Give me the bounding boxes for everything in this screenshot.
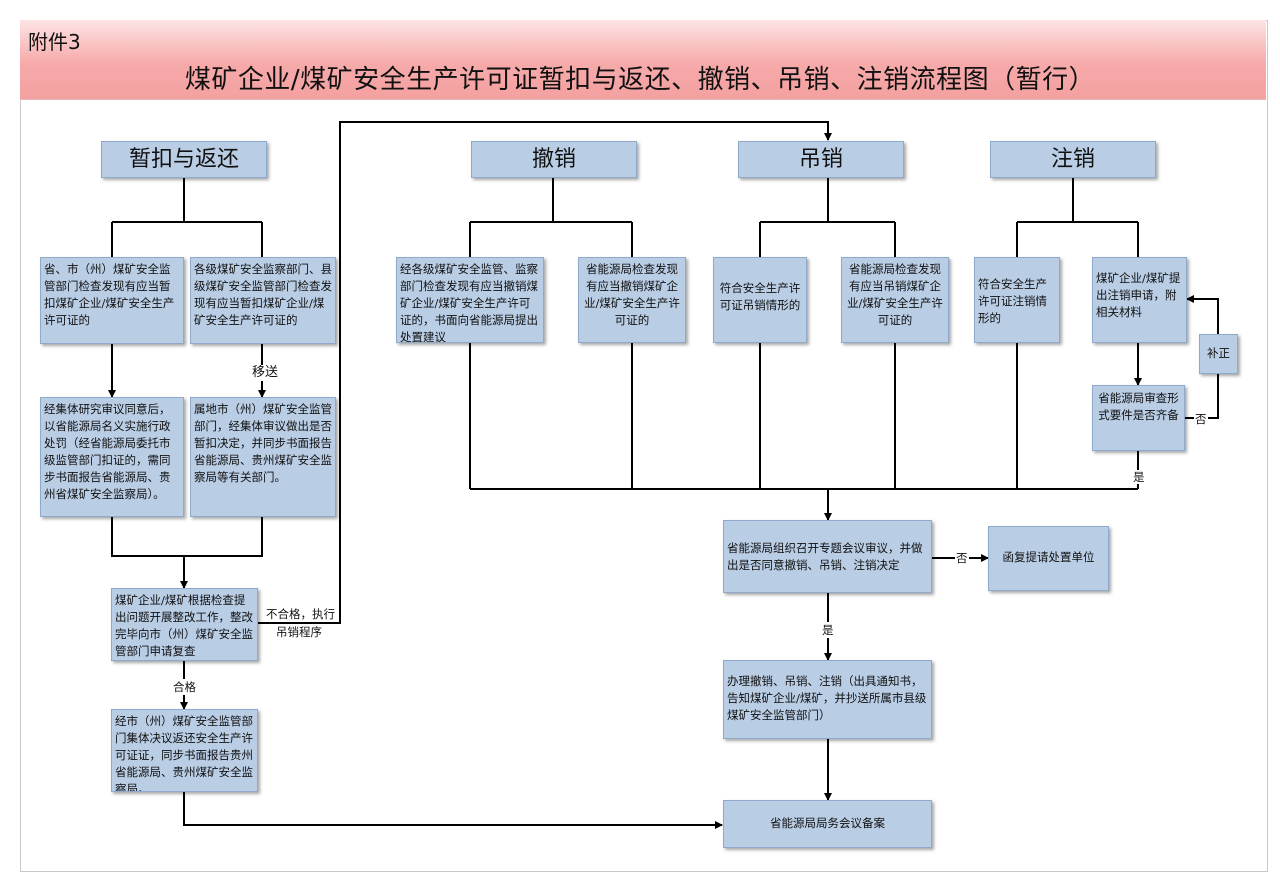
label-pass: 合格 <box>171 679 198 695</box>
label-formal-yes: 是 <box>1132 470 1146 484</box>
box-formal-review: 省能源局审查形式要件是否齐备 <box>1092 385 1185 451</box>
page-title: 煤矿企业/煤矿安全生产许可证暂扣与返还、撤销、吊销、注销流程图（暂行） <box>184 65 1096 95</box>
label-meeting-yes: 是 <box>821 622 835 638</box>
label-fail-line2: 吊销程序 <box>276 625 322 639</box>
label-meeting-no: 否 <box>955 551 969 565</box>
box-supplement: 补正 <box>1199 334 1238 374</box>
label-fail-line1: 不合格，执行 <box>266 607 335 621</box>
box-revoke-inspection: 省能源局检查发现有应当撤销煤矿企业/煤矿安全生产许可证的 <box>578 257 686 343</box>
arrow <box>258 121 832 624</box>
box-supervision-inspection: 各级煤矿安全监察部门、县级煤矿安全监管部门检查发现有应当暂扣煤矿企业/煤矿安全生… <box>190 257 336 344</box>
box-record-filing: 省能源局局务会议备案 <box>723 800 932 848</box>
label-transfer: 移送 <box>250 365 281 381</box>
box-reply-unit: 函复提请处置单位 <box>988 526 1109 591</box>
box-special-meeting: 省能源局组织召开专题会议审议，并做出是否同意撤销、吊销、注销决定 <box>723 520 932 593</box>
box-cancel-condition: 符合安全生产许可证吊销情形的 <box>713 257 807 343</box>
arrow <box>1186 295 1219 334</box>
box-collective-review: 经集体研究审议同意后，以省能源局名义实施行政处罚（经省能源局委托市级监管部门扣证… <box>40 397 184 517</box>
box-return-license: 经市（州）煤矿安全监管部门集体决议返还安全生产许可证证，同步书面报告贵州省能源局… <box>111 709 258 792</box>
label-formal-no: 否 <box>1194 412 1208 426</box>
box-deregister-condition: 符合安全生产许可证注销情形的 <box>974 257 1060 343</box>
box-local-decision: 属地市（州）煤矿安全监管部门，经集体审议做出是否暂扣决定，并同步书面报告省能源局… <box>190 397 336 517</box>
box-revoke-suggestion: 经各级煤矿安全监管、监察部门检查发现有应当撤销煤矿企业/煤矿安全生产许可证的，书… <box>396 257 544 343</box>
box-deregister-application: 煤矿企业/煤矿提出注销申请，附相关材料 <box>1092 257 1187 343</box>
box-rectification: 煤矿企业/煤矿根据检查提出问题开展整改工作，整改完毕向市（州）煤矿安全监管部门申… <box>111 588 258 661</box>
section-header-cancel: 吊销 <box>738 141 904 178</box>
connector <box>111 517 263 557</box>
box-handle-notice: 办理撤销、吊销、注销（出具通知书，告知煤矿企业/煤矿，并抄送所属市县级煤矿安全监… <box>723 660 932 739</box>
box-provincial-inspection: 省、市（州）煤矿安全监管部门检查发现有应当暂扣煤矿企业/煤矿安全生产许可证的 <box>40 257 184 344</box>
section-header-revoke: 撤销 <box>471 141 637 178</box>
attachment-label: 附件3 <box>28 30 81 54</box>
section-header-deregister: 注销 <box>990 141 1156 178</box>
section-header-suspend: 暂扣与返还 <box>101 141 267 178</box>
box-cancel-inspection: 省能源局检查发现有应当吊销煤矿企业/煤矿安全生产许可证的 <box>841 257 949 343</box>
arrow <box>183 792 723 829</box>
title-banner <box>20 20 1266 100</box>
